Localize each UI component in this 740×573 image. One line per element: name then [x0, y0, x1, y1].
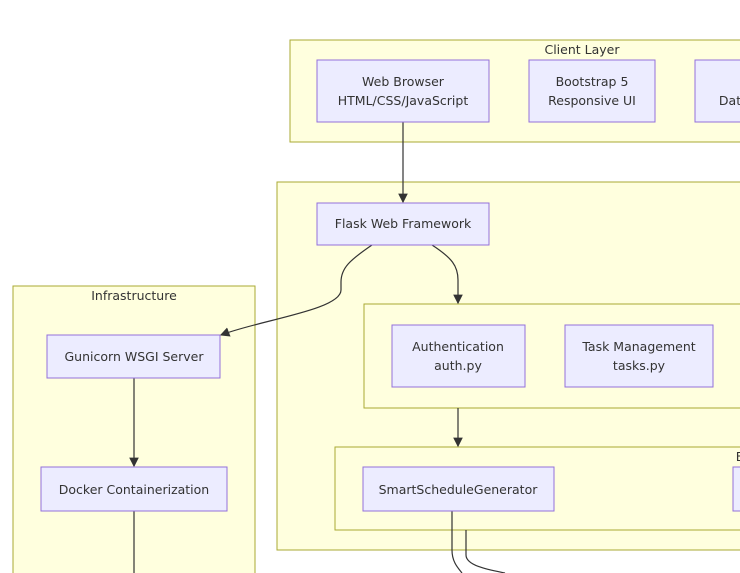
node-label: Web Browser [362, 74, 445, 89]
node-web-browser: Web Browser HTML/CSS/JavaScript [316, 59, 490, 123]
node-label: Flask Web Framework [335, 216, 472, 231]
cluster-label: Client Layer [544, 42, 620, 57]
node-task-management: Task Management tasks.py [564, 324, 714, 388]
node-label: Task Management [581, 339, 695, 354]
node-gunicorn: Gunicorn WSGI Server [46, 334, 221, 379]
cluster-label: B [736, 449, 740, 464]
node-label: HTML/CSS/JavaScript [338, 93, 469, 108]
edge-scheduler-down-1 [451, 511, 463, 573]
edge-flask-gunicorn [219, 244, 373, 337]
node-label: Responsive UI [548, 93, 636, 108]
node-data-partial: Dat [694, 59, 740, 123]
node-label: Gunicorn WSGI Server [65, 349, 205, 364]
node-smart-schedule-generator: SmartScheduleGenerator [362, 466, 555, 512]
node-bootstrap: Bootstrap 5 Responsive UI [528, 59, 656, 123]
edges [129, 122, 506, 573]
cluster-label: Infrastructure [91, 288, 177, 303]
node-label: auth.py [434, 358, 482, 373]
node-label: Bootstrap 5 [556, 74, 629, 89]
node-label: tasks.py [613, 358, 666, 373]
node-label: Docker Containerization [59, 482, 209, 497]
node-label: SmartScheduleGenerator [379, 482, 539, 497]
node-docker: Docker Containerization [40, 466, 228, 512]
edge-flask-routes [431, 244, 463, 305]
edge-scheduler-down-2 [465, 530, 506, 573]
node-authentication: Authentication auth.py [391, 324, 526, 388]
node-flask: Flask Web Framework [316, 202, 490, 246]
node-label: Dat [719, 93, 740, 108]
node-backend-partial [732, 466, 740, 512]
node-label: Authentication [412, 339, 504, 354]
